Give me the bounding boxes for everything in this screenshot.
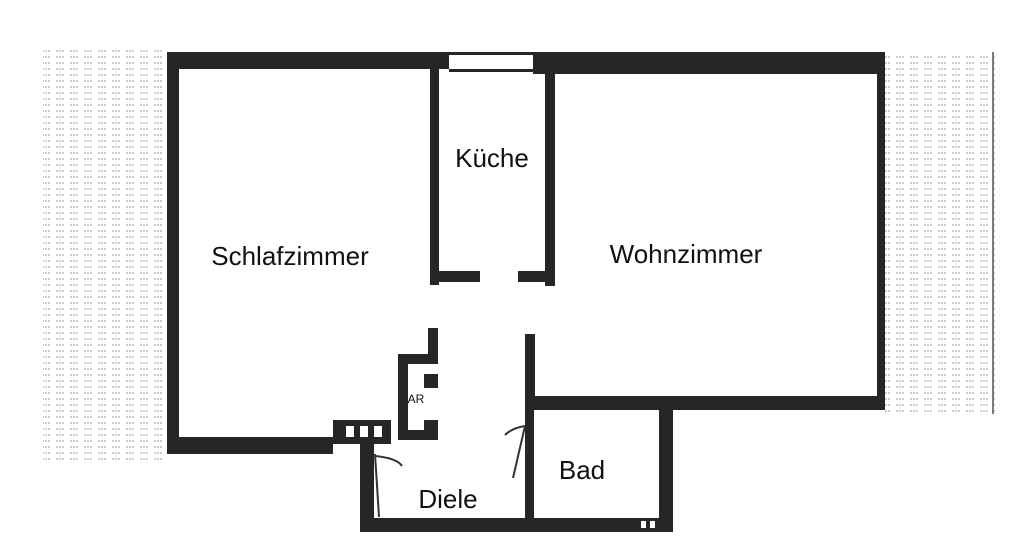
right-balcony-hatch <box>885 52 995 414</box>
kitchen-walls <box>430 69 555 286</box>
door-swings <box>374 425 526 518</box>
room-label-bad: Bad <box>559 455 605 485</box>
bottom-wall <box>360 518 673 532</box>
room-label-schlafzimmer: Schlafzimmer <box>211 241 369 271</box>
room-label-abstellraum: AR <box>408 392 425 406</box>
room-label-kueche: Küche <box>455 143 529 173</box>
room-label-diele: Diele <box>418 484 477 514</box>
room-label-wohnzimmer: Wohnzimmer <box>610 239 763 269</box>
left-balcony-hatch <box>43 47 166 460</box>
outer-walls <box>167 52 885 532</box>
left-bottom-wall <box>167 437 333 454</box>
diele-left-wall <box>360 437 374 532</box>
left-wall <box>167 52 179 454</box>
central-walls <box>398 328 535 531</box>
top-wall-left <box>167 52 449 69</box>
window-frame-top <box>449 52 533 55</box>
right-bottom-wall <box>530 396 885 410</box>
shaft-blocks <box>333 420 660 532</box>
right-wall <box>877 52 885 410</box>
window-frame-bottom <box>449 69 533 72</box>
bath-right-wall <box>659 396 673 532</box>
top-wall-right <box>533 52 885 74</box>
